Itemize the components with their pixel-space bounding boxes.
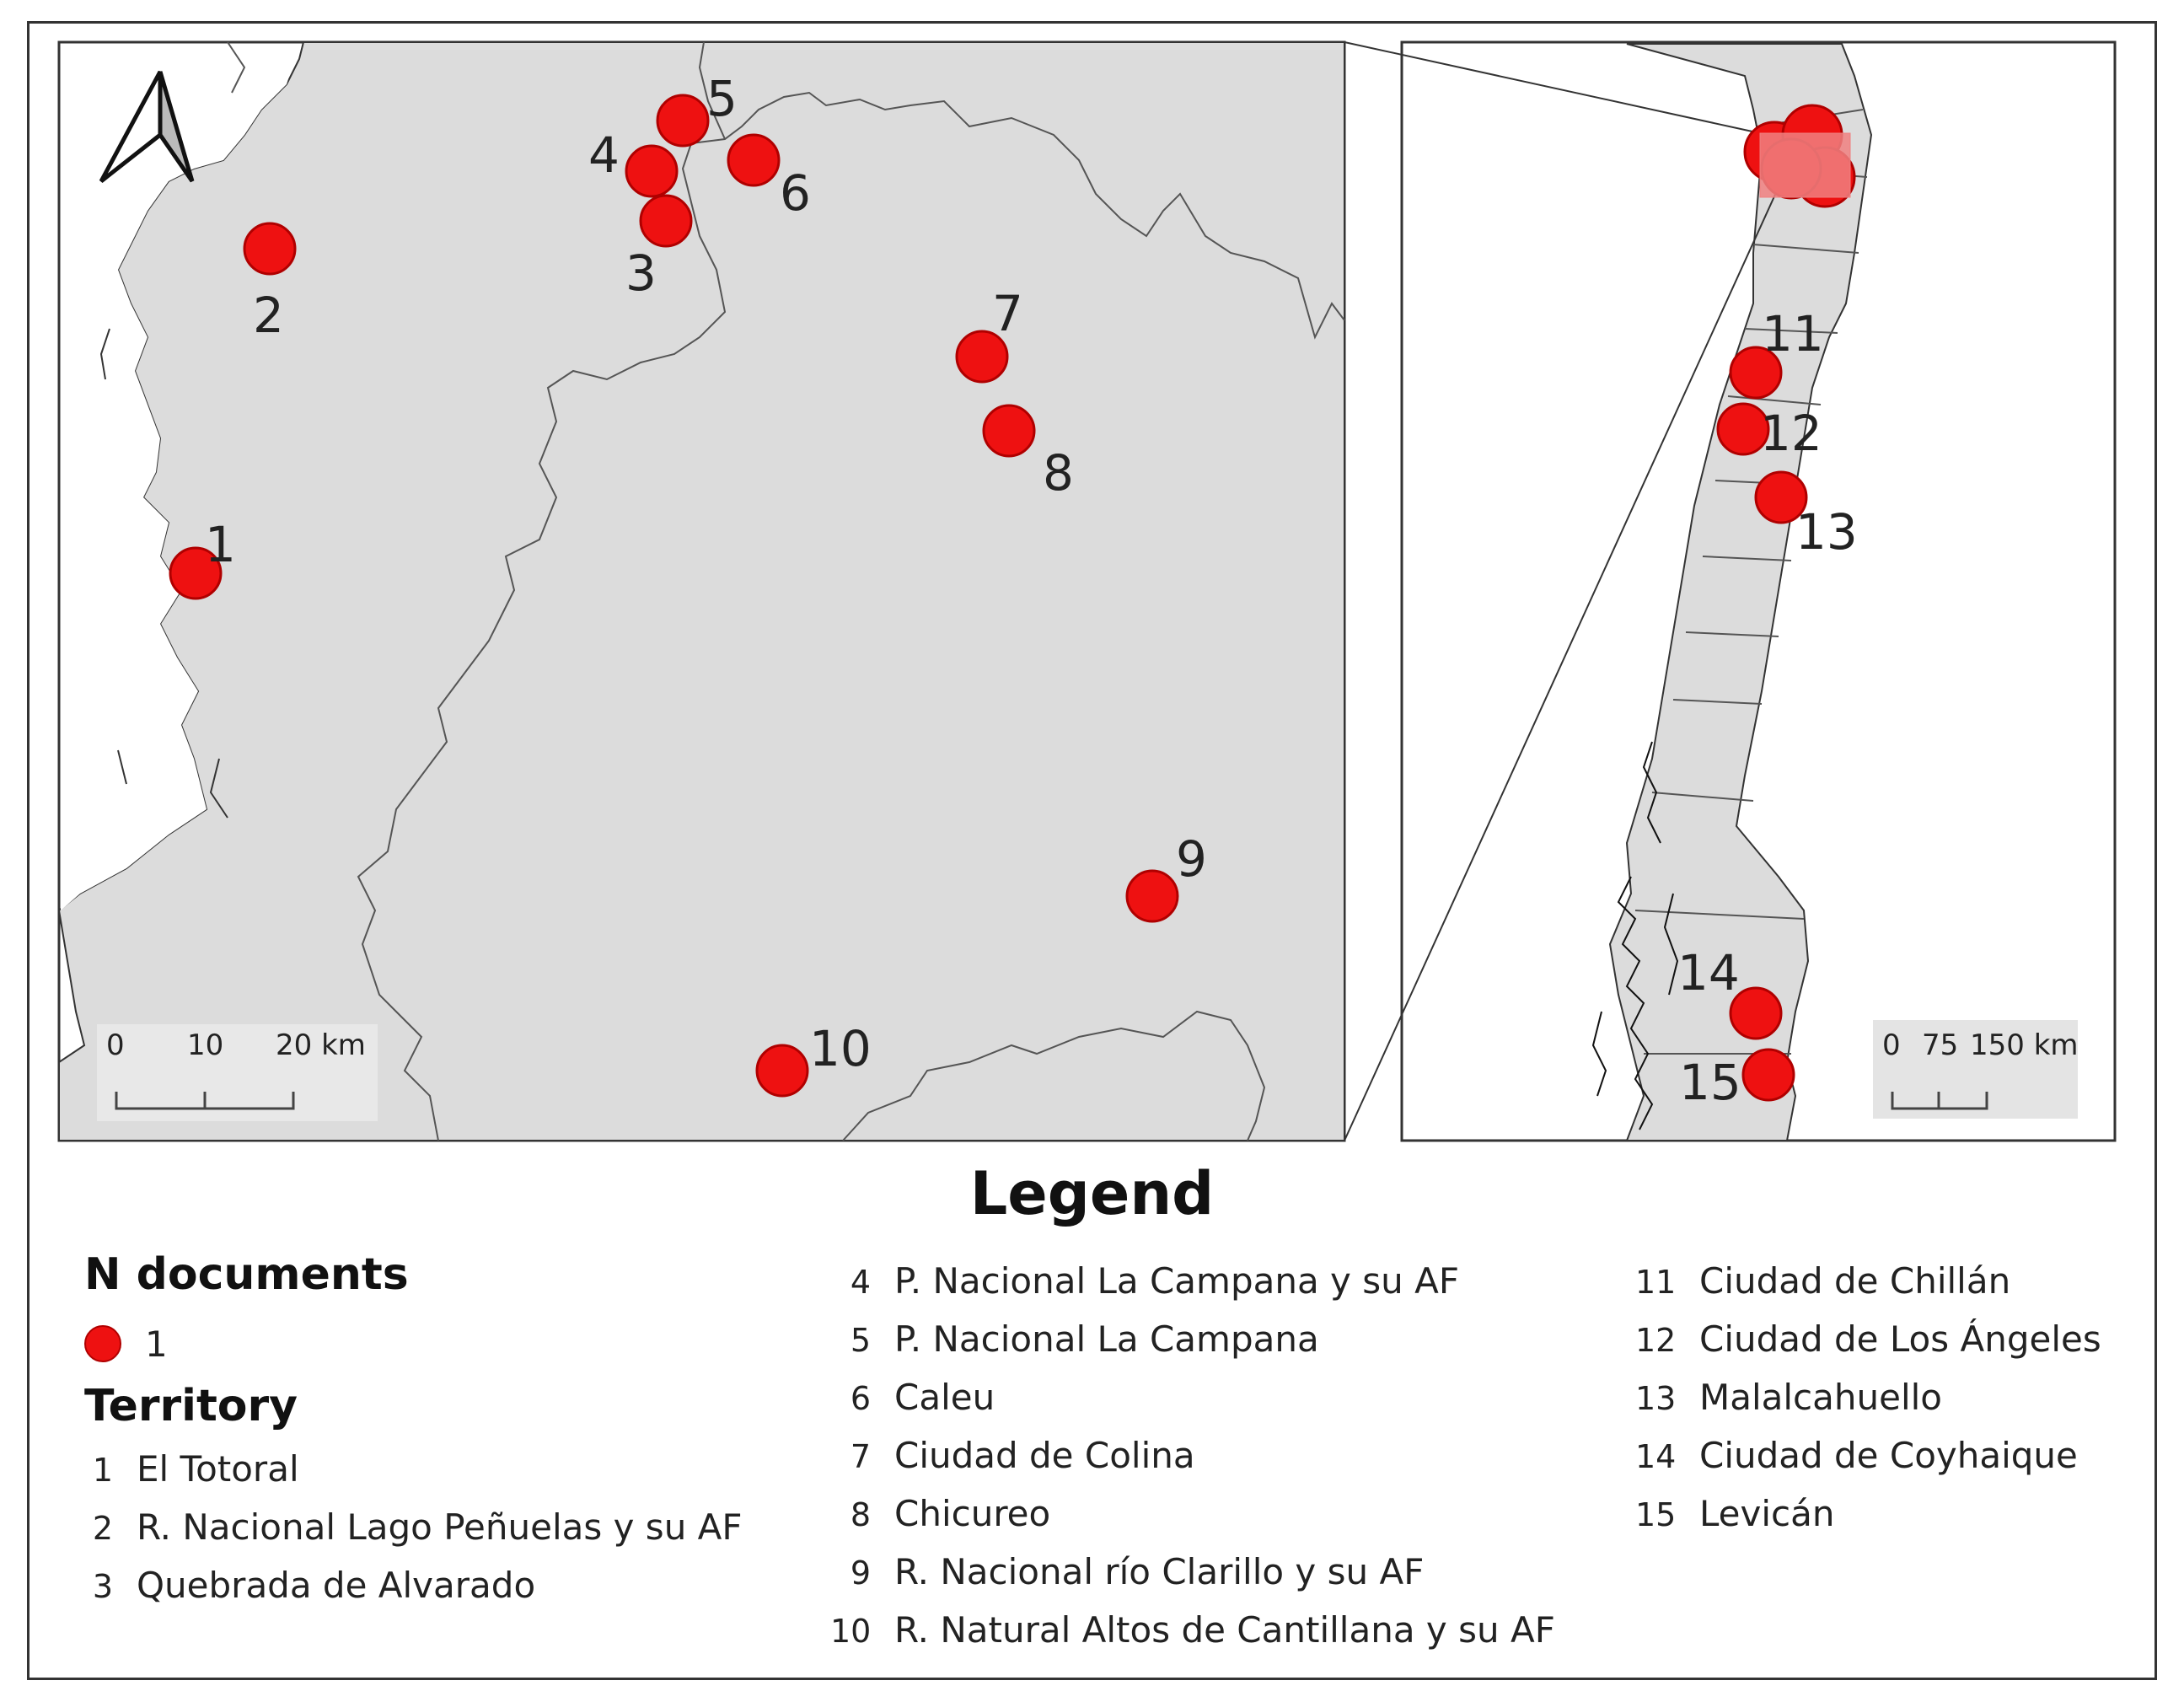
inset-scale-tick-150: 150 km (1970, 1028, 2079, 1062)
inset-extent-box (1759, 132, 1851, 198)
main-site-markers (169, 94, 1179, 1098)
main-scale-tick-10: 10 (187, 1028, 224, 1062)
site-label-13: 13 (1795, 503, 1858, 561)
site-label-6: 6 (780, 164, 811, 222)
site-label-14: 14 (1677, 944, 1740, 1001)
site-marker-2 (243, 222, 297, 276)
site-label-1: 1 (205, 516, 236, 573)
site-marker-1 (169, 546, 223, 600)
site-marker-11 (1729, 346, 1783, 400)
legend-size-heading: N documents (84, 1249, 409, 1300)
coastline-details (99, 328, 228, 819)
main-scale-tick-20: 20 km (276, 1028, 366, 1062)
legend-title: Legend (969, 1159, 1215, 1228)
site-label-5: 5 (706, 70, 738, 127)
site-marker-9 (1125, 869, 1179, 923)
legend-size-value: 1 (145, 1323, 168, 1365)
site-marker-7 (955, 330, 1009, 384)
inset-site-markers (1716, 346, 1808, 1102)
inset-scale-tick-0: 0 (1882, 1028, 1901, 1062)
site-label-8: 8 (1043, 444, 1074, 502)
inset-scalebar (1873, 1020, 2078, 1119)
main-scalebar (97, 1024, 378, 1121)
site-marker-6 (727, 133, 781, 187)
chile-outline (1608, 43, 1873, 1141)
site-marker-3 (639, 194, 693, 248)
southern-islands (1591, 741, 1679, 1130)
site-label-12: 12 (1760, 405, 1822, 462)
site-marker-10 (755, 1044, 809, 1098)
site-marker-14 (1729, 986, 1783, 1040)
main-map-land (57, 41, 1345, 1141)
site-label-4: 4 (588, 126, 620, 184)
site-marker-13 (1754, 470, 1808, 524)
site-marker-5 (656, 94, 710, 148)
site-marker-4 (625, 144, 679, 198)
site-marker-15 (1741, 1048, 1795, 1102)
figure-frame (27, 21, 2157, 1680)
north-arrow-icon (99, 70, 195, 183)
site-label-3: 3 (625, 244, 657, 302)
admin-boundaries (227, 41, 1345, 1141)
sea-area (61, 44, 299, 910)
main-map (57, 40, 1346, 1142)
site-marker-8 (982, 404, 1036, 458)
site-label-11: 11 (1762, 305, 1824, 362)
site-label-9: 9 (1176, 830, 1207, 888)
inset-scale-tick-75: 75 (1922, 1028, 1959, 1062)
site-label-15: 15 (1679, 1054, 1741, 1111)
site-label-7: 7 (992, 285, 1023, 342)
inset-map (1344, 40, 2117, 1142)
legend-marker-icon (84, 1325, 121, 1362)
main-scale-tick-0: 0 (106, 1028, 125, 1062)
site-marker-12 (1716, 402, 1770, 456)
legend-territory-heading: Territory (84, 1381, 298, 1431)
site-label-2: 2 (253, 287, 284, 344)
site-label-10: 10 (809, 1020, 872, 1077)
